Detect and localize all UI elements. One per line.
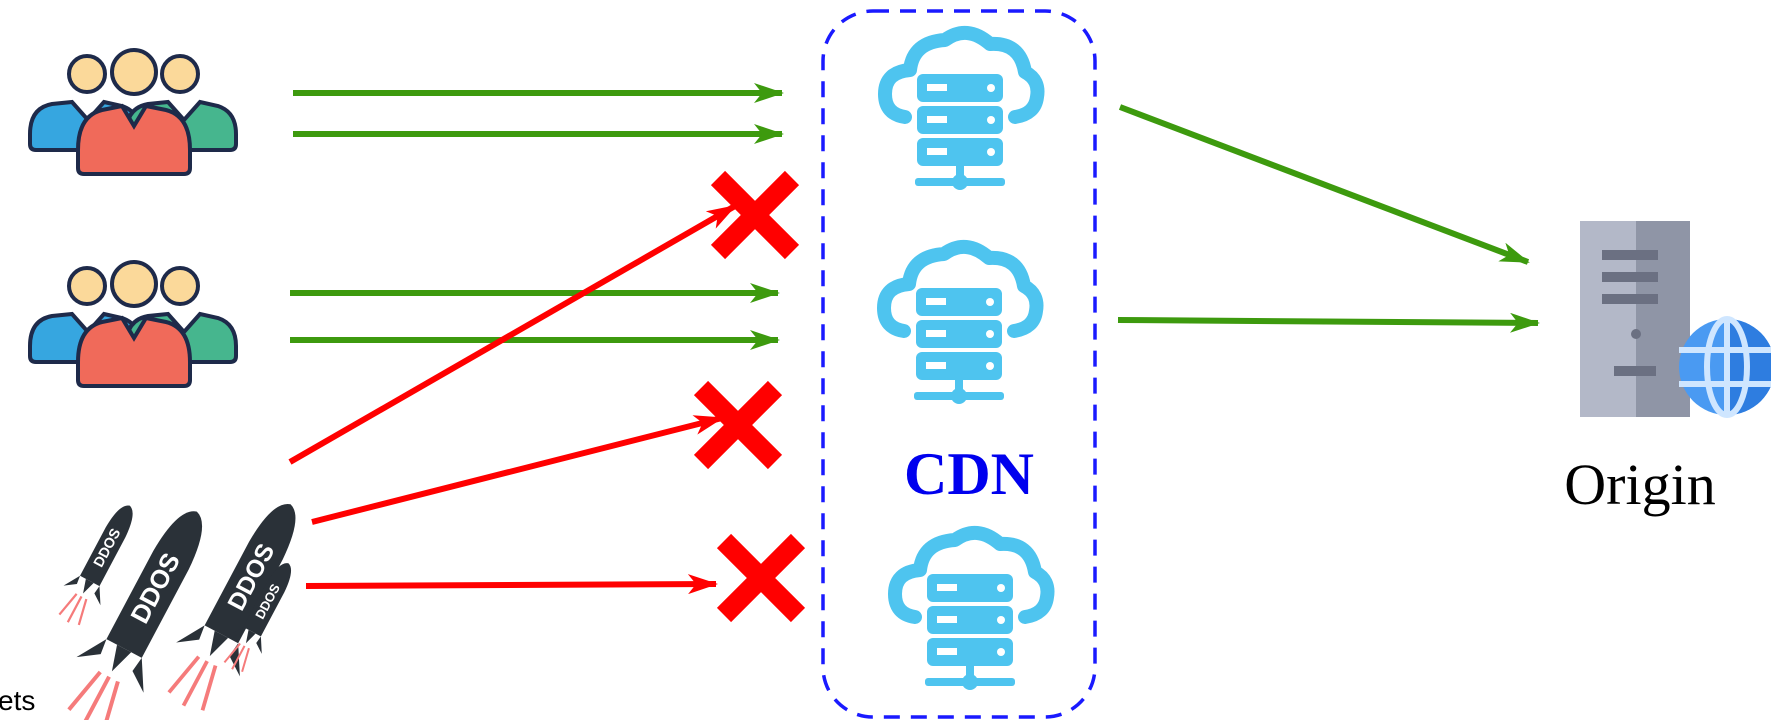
legit-traffic-arrows <box>290 83 784 350</box>
cloud-server-icon <box>885 33 1038 190</box>
blocked-x-icon <box>718 178 792 252</box>
cloud-server-icon <box>884 247 1037 404</box>
attack-arrow <box>288 203 737 465</box>
attack-arrow <box>305 574 718 595</box>
users-group-icon <box>28 48 238 176</box>
blocked-x-icon <box>724 541 798 615</box>
origin-arrow <box>1117 312 1540 333</box>
users-group-icon <box>28 260 238 388</box>
origin-label: Origin <box>1564 452 1715 517</box>
attack-arrow <box>311 415 724 525</box>
origin-server-globe-icon <box>1580 221 1771 418</box>
users-group-top <box>28 48 238 176</box>
cdn-to-origin-arrows <box>1117 104 1540 333</box>
ddos-bombs <box>48 485 325 720</box>
cloud-server-icon <box>895 533 1048 690</box>
users-group-middle <box>28 260 238 388</box>
bottom-left-label: ets <box>0 685 35 716</box>
blocked-x-icon <box>701 388 775 462</box>
cdn-boundary <box>821 9 1097 719</box>
ddos-bomb-icon <box>51 494 231 720</box>
origin-arrow <box>1118 104 1530 265</box>
attack-traffic-arrows <box>288 203 737 595</box>
cdn-label: CDN <box>904 441 1034 507</box>
